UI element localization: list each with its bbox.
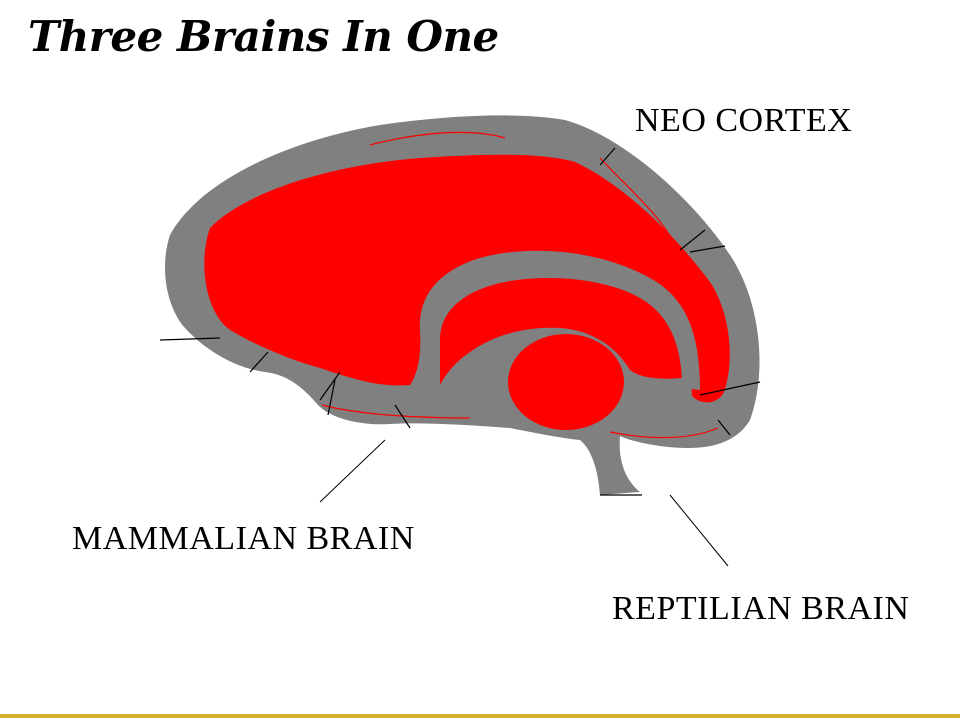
brain-inner-region [204, 154, 730, 403]
brain-core [508, 334, 624, 430]
brain-arc-fill [440, 278, 682, 385]
label-mammalian-brain: MAMMALIAN BRAIN [72, 520, 415, 557]
footer-accent-line [0, 714, 960, 718]
outline-detail-bottom [321, 404, 719, 439]
tick-marks [159, 147, 761, 496]
leader-mammalian [319, 439, 386, 503]
brain-inner-arc [410, 250, 700, 390]
outline-detail-right [599, 157, 676, 246]
label-neo-cortex: NEO CORTEX [635, 102, 853, 139]
slide-title: Three Brains In One [28, 12, 499, 61]
label-reptilian-brain: REPTILIAN BRAIN [612, 590, 910, 627]
leader-reptilian [669, 494, 729, 567]
outline-detail-top [369, 131, 506, 146]
